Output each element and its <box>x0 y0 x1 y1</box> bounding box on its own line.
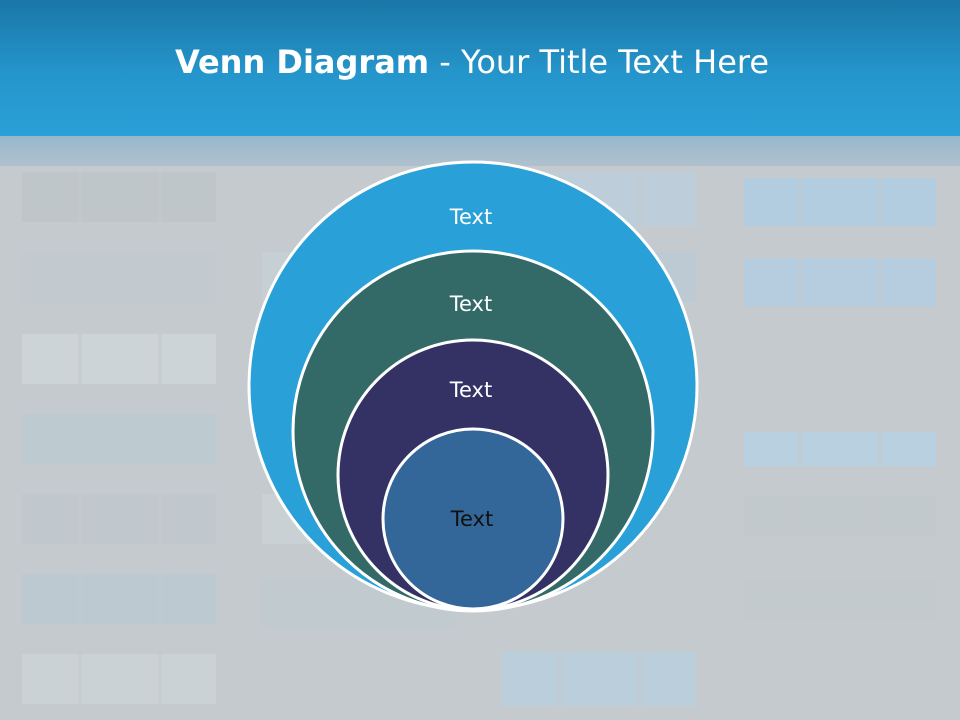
slide-title-rest: - Your Title Text Here <box>429 43 770 81</box>
venn-label-inner: Text <box>450 507 493 531</box>
venn-label-third: Text <box>449 378 492 402</box>
title-bar <box>0 0 960 136</box>
venn-label-second: Text <box>449 292 492 316</box>
venn-label-outer: Text <box>449 205 492 229</box>
slide-title-bold: Venn Diagram <box>174 43 430 81</box>
venn-circle-inner[interactable] <box>381 427 565 611</box>
slide-title[interactable]: Venn Diagram - Your Title Text Here <box>0 40 944 84</box>
